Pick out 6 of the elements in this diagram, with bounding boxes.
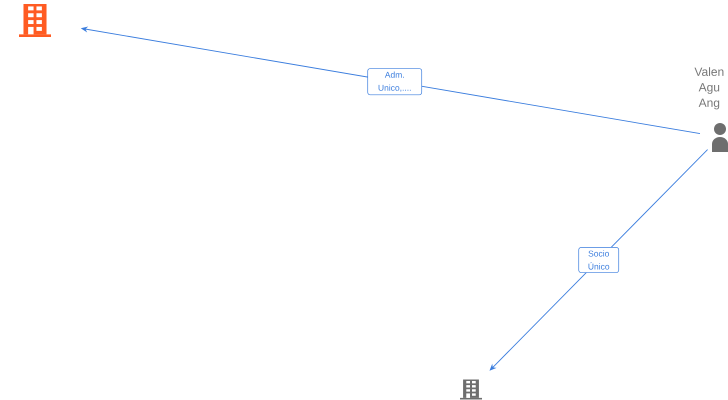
building-icon — [460, 380, 482, 400]
edge-label: Adm. Unico,.... — [367, 68, 422, 96]
person-name: Valen Agu Ang — [694, 67, 724, 110]
edge-label: Socio Único — [578, 247, 620, 273]
person-icon — [712, 123, 728, 152]
building-icon — [19, 4, 51, 37]
